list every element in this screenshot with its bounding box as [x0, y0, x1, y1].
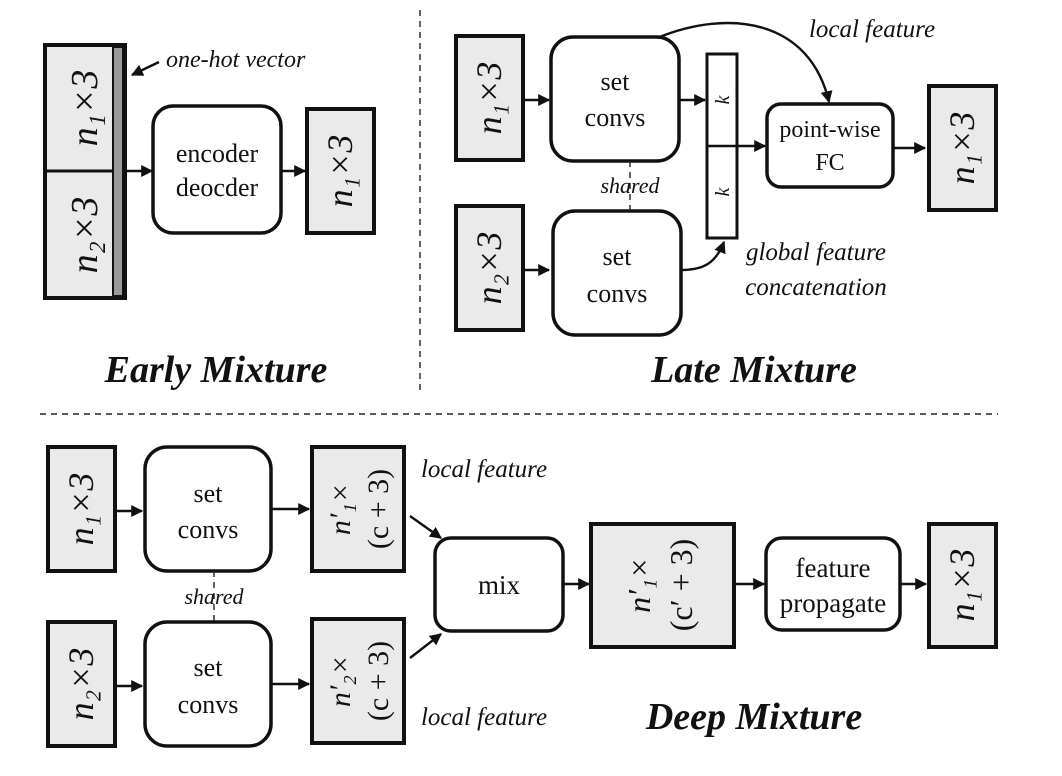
late-set2-line2: convs: [587, 279, 648, 308]
late-local-feature-label: local feature: [809, 16, 935, 43]
global-feature-label: global feature: [746, 239, 886, 266]
late-output-label: n₁×3: [942, 112, 982, 185]
deep-input-n2: n₂×3: [61, 648, 101, 721]
deep-shared-label: shared: [184, 584, 244, 609]
onehot-label: one-hot vector: [166, 47, 306, 73]
early-mixture-title: Early Mixture: [104, 349, 328, 391]
k-label-2: k: [712, 186, 734, 196]
late-set2-line1: set: [603, 242, 633, 271]
mix-label: mix: [478, 570, 521, 600]
propagate-label: propagate: [780, 588, 886, 618]
concatenation-label: concatenation: [745, 274, 887, 301]
local-feature-arrow: [656, 21, 833, 104]
deep-feature-1-line1: n′₁×: [324, 483, 357, 535]
deep-setconvs-1: [143, 445, 273, 573]
deep-setconvs-2: [143, 620, 273, 748]
late-input-n2: n₂×3: [469, 232, 509, 305]
early-input-n1: n₁×3: [64, 70, 106, 147]
decoder-label: deocder: [176, 173, 259, 202]
deep-arrow-mix-1: [409, 515, 442, 539]
feature-label: feature: [796, 553, 871, 583]
deep-merged-line2: (c′ + 3): [663, 539, 699, 632]
deep-set1-line1: set: [194, 479, 224, 508]
fc-label: FC: [815, 150, 844, 176]
deep-set1-line2: convs: [178, 515, 239, 544]
late-arrow-k2: [680, 240, 726, 272]
deep-merged-box: [589, 522, 736, 649]
pointwise-label: point-wise: [779, 117, 880, 143]
deep-feature-2-box: [310, 617, 406, 745]
deep-input-n1: n₁×3: [61, 473, 101, 546]
encoder-decoder-box: [151, 104, 283, 235]
k-label-1: k: [712, 94, 734, 104]
deep-local-feature-label-1: local feature: [421, 456, 547, 483]
late-input-n1-box: [454, 34, 525, 162]
late-setconvs-2: [551, 209, 683, 337]
late-mixture-title: Late Mixture: [650, 349, 857, 391]
deep-feature-2-line1: n′₂×: [324, 655, 357, 707]
deep-input-n1-box: [46, 445, 117, 573]
deep-mixture-panel: n₁×3 n₂×3 set convs set convs shared n′₁…: [46, 445, 998, 748]
onehot-arrow: [130, 60, 160, 77]
encoder-label: encoder: [176, 139, 259, 168]
late-input-n2-box: [454, 204, 525, 332]
late-setconvs-1: [549, 35, 681, 163]
one-hot-strip: [112, 46, 124, 297]
late-output-box: [927, 84, 998, 212]
deep-set2-line2: convs: [178, 690, 239, 719]
early-input-n2: n₂×3: [64, 197, 106, 274]
deep-output-box: [927, 522, 998, 649]
deep-merged-line1: n′₁×: [621, 557, 657, 613]
deep-feature-1-line2: (c + 3): [362, 469, 395, 549]
early-output-label: n₁×3: [320, 135, 360, 208]
late-set1-line1: set: [601, 67, 631, 96]
deep-output-label: n₁×3: [942, 549, 982, 622]
late-shared-label: shared: [600, 173, 660, 198]
deep-local-feature-label-2: local feature: [421, 704, 547, 731]
deep-input-n2-box: [46, 620, 117, 748]
deep-mixture-title: Deep Mixture: [645, 696, 863, 738]
late-mixture-panel: n₁×3 n₂×3 set convs set convs shared k k…: [454, 16, 998, 391]
deep-feature-1-box: [310, 445, 406, 573]
deep-arrow-mix-2: [409, 633, 442, 659]
early-mixture-panel: n₁×3 n₂×3 one-hot vector encoder deocder…: [43, 43, 376, 391]
pointwise-fc-box: [765, 102, 895, 189]
late-set1-line2: convs: [585, 103, 646, 132]
late-input-n1: n₁×3: [469, 62, 509, 135]
early-output-box: [305, 107, 376, 235]
deep-set2-line1: set: [194, 653, 224, 682]
deep-feature-2-line2: (c + 3): [362, 641, 395, 721]
